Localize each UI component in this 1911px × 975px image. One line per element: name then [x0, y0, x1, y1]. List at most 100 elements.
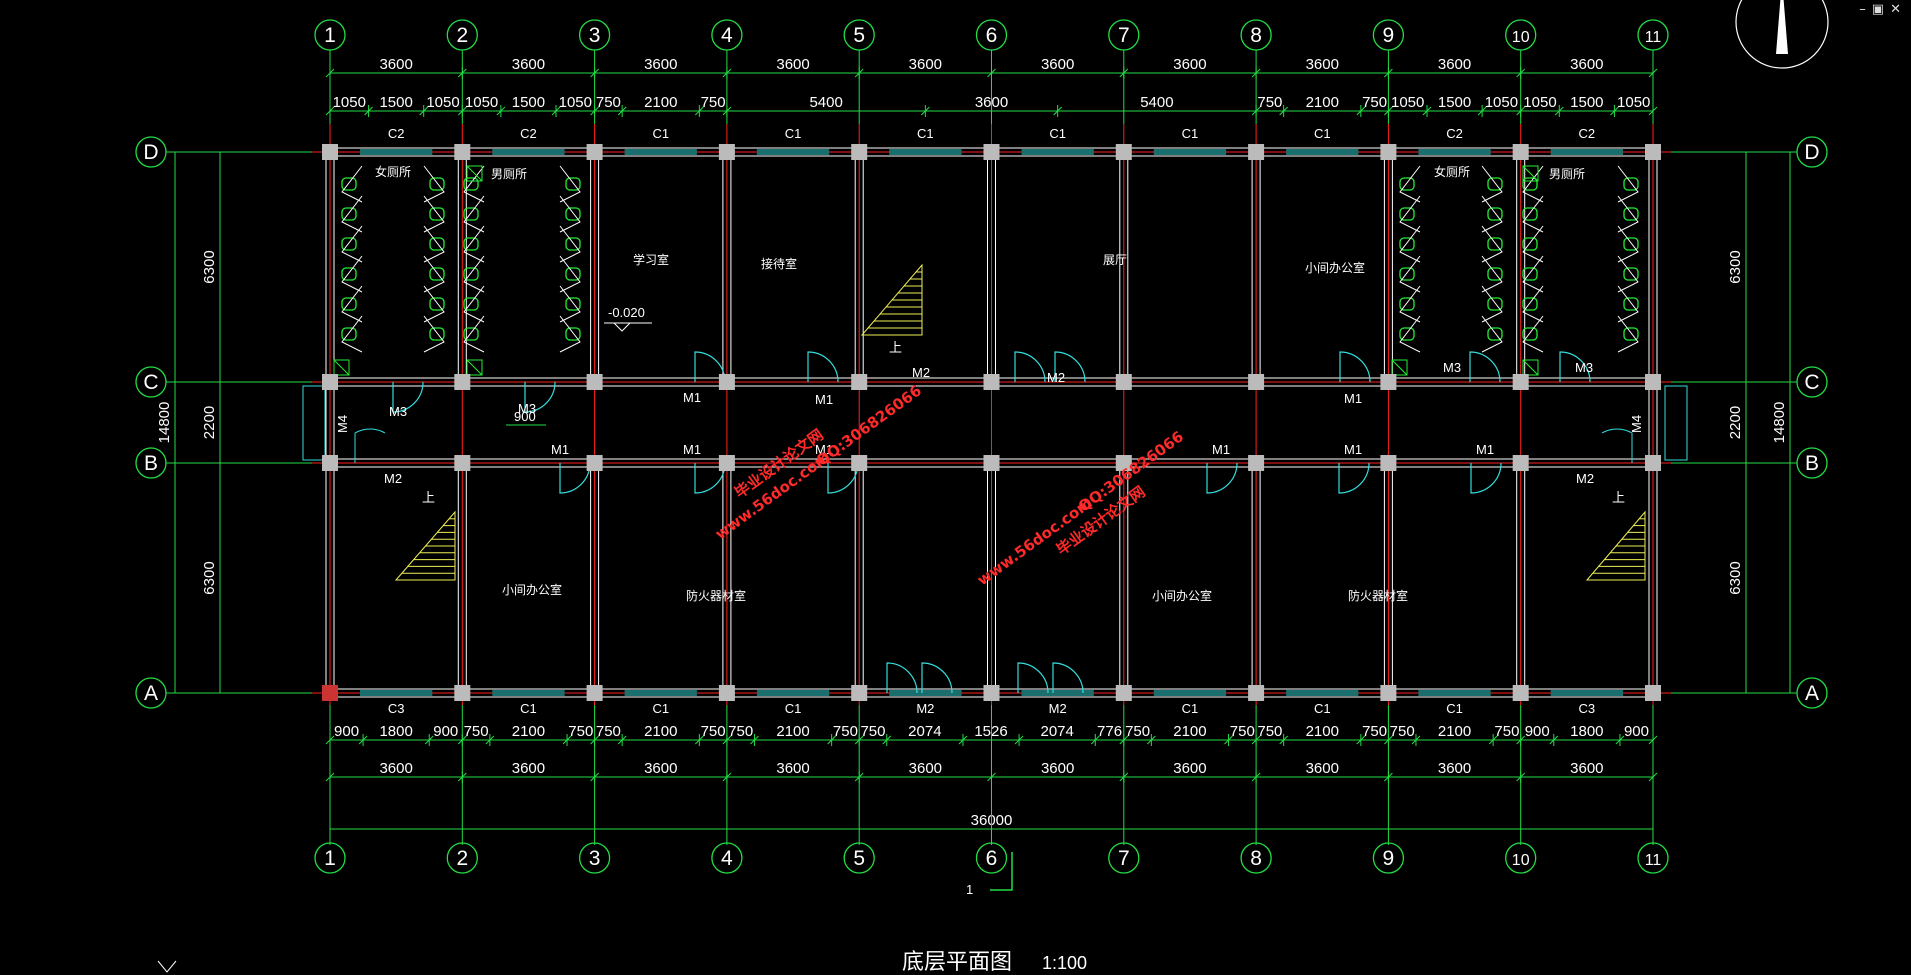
stall-partition — [463, 195, 485, 233]
door-swing — [1601, 428, 1633, 463]
level-mark-value: -0.020 — [608, 305, 645, 320]
toilet-fixture — [1623, 207, 1639, 221]
dim-tick — [1356, 106, 1366, 116]
axis-bubble-label: 5 — [853, 847, 865, 870]
dim-label-top-opening: 1050 — [559, 94, 592, 111]
dim-label-bottom-opening: 2100 — [1306, 723, 1339, 740]
axis-bubble-label: 6 — [986, 847, 998, 870]
toilet-fixture — [1399, 207, 1415, 221]
structural-column — [718, 144, 735, 160]
dim-tick — [1422, 106, 1432, 116]
axis-bubble — [1240, 19, 1272, 51]
sink-fixture — [1391, 359, 1408, 376]
window-tag: C3 — [388, 701, 405, 716]
dim-label-top-bay: 3600 — [909, 56, 942, 73]
door-tag: M4 — [335, 415, 350, 433]
stall-partition — [1481, 195, 1503, 233]
axis-bubble — [843, 19, 875, 51]
axis-bubble-label: 9 — [1383, 847, 1395, 870]
room-label-hall: 展厅 — [1103, 253, 1127, 267]
sink-fixture — [466, 359, 483, 376]
axis-bubble — [711, 842, 743, 874]
axis-bubble-label: 9 — [1383, 24, 1395, 47]
door-swing — [1470, 462, 1502, 494]
dim-label-bottom-bay: 3600 — [1041, 760, 1074, 777]
dim-label-bottom-opening: 750 — [860, 723, 885, 740]
minimize-icon[interactable]: – — [1859, 2, 1872, 17]
structural-column — [983, 374, 1000, 390]
toilet-fixture — [1399, 267, 1415, 281]
dim-label-bottom-opening: 776 — [1097, 723, 1122, 740]
toilet-fixture — [565, 177, 581, 191]
stall-partition — [423, 225, 445, 263]
toilet-fixture — [429, 207, 445, 221]
axis-bubble — [135, 366, 167, 398]
dim-label-bottom-opening: 750 — [1230, 723, 1255, 740]
close-icon[interactable]: ✕ — [1890, 2, 1907, 17]
axis-bubble-label: 8 — [1250, 847, 1262, 870]
structural-column — [1512, 144, 1529, 160]
door-swing — [1469, 351, 1501, 383]
structural-column — [1248, 374, 1265, 390]
room-labels: 女厕所 男厕所 学习室 接待室 展厅 小间办公室 女厕所 男厕所 小间办公室 防… — [375, 164, 1585, 603]
structural-column — [983, 144, 1000, 160]
dim-tick — [1411, 735, 1421, 745]
window-tag: C1 — [652, 126, 669, 141]
restore-icon[interactable]: ▣ — [1871, 2, 1891, 17]
toilet-fixture — [463, 327, 479, 341]
window-tag: C1 — [652, 701, 669, 716]
structural-column — [322, 455, 338, 471]
toilet-fixture — [429, 327, 445, 341]
axis-bubble-label: 10 — [1512, 852, 1530, 869]
dim-label-right-seg: 6300 — [1727, 561, 1744, 594]
stall-partition — [341, 315, 363, 353]
structural-column — [322, 144, 338, 160]
section-mark: 1 — [966, 852, 1013, 897]
structural-column — [851, 685, 868, 701]
dim-label-bottom-bay: 3600 — [1570, 760, 1603, 777]
stall-partition — [1522, 195, 1544, 233]
dim-tick — [364, 106, 373, 116]
door-swing — [1054, 351, 1086, 383]
toilet-fixture — [429, 297, 445, 311]
dim-label-top-opening: 750 — [1257, 94, 1282, 111]
dim-label-bottom-opening: 2100 — [1438, 723, 1471, 740]
dim-label-bottom-opening: 2100 — [644, 723, 677, 740]
room-label-fire-equipment-2: 防火器材室 — [1348, 588, 1408, 603]
toilet-fixture — [463, 207, 479, 221]
dim-tick — [1615, 735, 1625, 745]
toilet-fixture — [1522, 327, 1538, 341]
drawing-title-block: 底层平面图 1:100 — [902, 950, 1087, 975]
toilet-fixture — [429, 177, 445, 191]
axis-bubble-label: 11 — [1645, 29, 1662, 46]
structural-column — [322, 374, 338, 390]
dim-label-bottom-opening: 750 — [728, 723, 753, 740]
structural-column — [586, 374, 603, 390]
drawing-scale: 1:100 — [1042, 953, 1087, 973]
axis-bubble — [135, 447, 167, 479]
dim-label-bottom-opening: 750 — [1390, 723, 1415, 740]
stall-partition — [463, 255, 485, 293]
sink-fixture — [1522, 359, 1539, 376]
axis-bubble — [1108, 19, 1140, 51]
axis-bubble-label: 4 — [721, 24, 733, 47]
sink-fixture — [1522, 165, 1539, 182]
dim-label-left-total: 14800 — [156, 402, 173, 444]
dim-label-bottom-bay: 3600 — [1438, 760, 1471, 777]
stall-partition — [1399, 255, 1421, 293]
window-tag: C1 — [1446, 701, 1463, 716]
room-label-study-room: 学习室 — [633, 252, 669, 267]
toilet-fixture — [1623, 267, 1639, 281]
stall-partition — [341, 285, 363, 323]
toilet-fixture — [1623, 297, 1639, 311]
structural-column — [322, 685, 338, 701]
window-tag: C1 — [1314, 126, 1331, 141]
door-swing — [354, 428, 386, 463]
axis-bubble-label: C — [1804, 371, 1819, 394]
dim-label-bottom-opening: 750 — [464, 723, 489, 740]
door-swing — [1017, 662, 1049, 694]
sink-fixture — [1391, 359, 1408, 376]
dim-label-bottom-bay: 3600 — [644, 760, 677, 777]
dim-label-left-seg: 6300 — [201, 250, 218, 283]
